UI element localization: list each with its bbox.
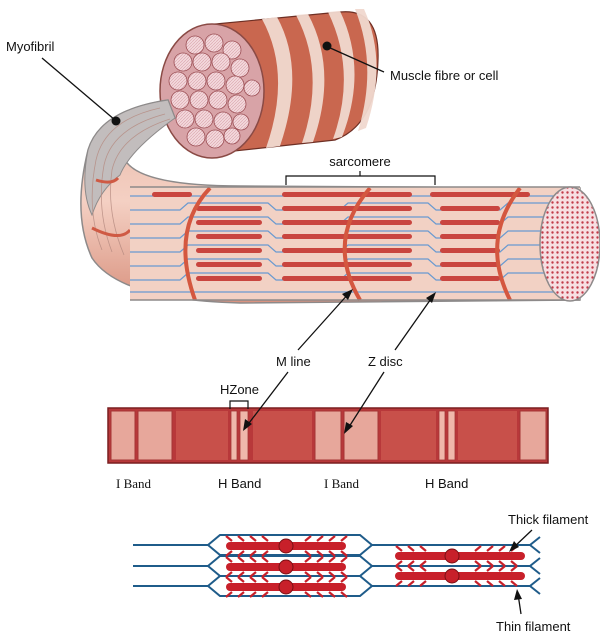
sarcomere-label: sarcomere — [329, 154, 390, 169]
h-band-label-2: H Band — [425, 476, 468, 491]
myofibril-end-face — [540, 187, 600, 301]
thick-filament-pointer — [509, 530, 532, 552]
myofibril-leader-dot — [112, 117, 121, 126]
muscle-fibre-illustration — [160, 9, 378, 158]
m-line-label: M line — [276, 354, 311, 369]
h-zone-label: HZone — [220, 382, 259, 397]
h-band-label-1: H Band — [218, 476, 261, 491]
muscle-fibre-leader-dot — [323, 42, 332, 51]
muscle-fibre-label: Muscle fibre or cell — [390, 68, 498, 83]
myofibril-label: Myofibril — [6, 39, 55, 54]
i-band-label-1: I Band — [116, 476, 152, 491]
myofibril-leader-line — [42, 58, 115, 120]
thin-filament-label: Thin filament — [496, 619, 571, 634]
z-disc-label: Z disc — [368, 354, 403, 369]
sarcomere-band-strip — [108, 408, 548, 463]
i-band-label-2: I Band — [324, 476, 360, 491]
sarcomere-bracket — [286, 171, 435, 185]
thin-filament-pointer — [514, 589, 522, 614]
thick-filament-label: Thick filament — [508, 512, 589, 527]
filament-detail — [133, 535, 540, 597]
